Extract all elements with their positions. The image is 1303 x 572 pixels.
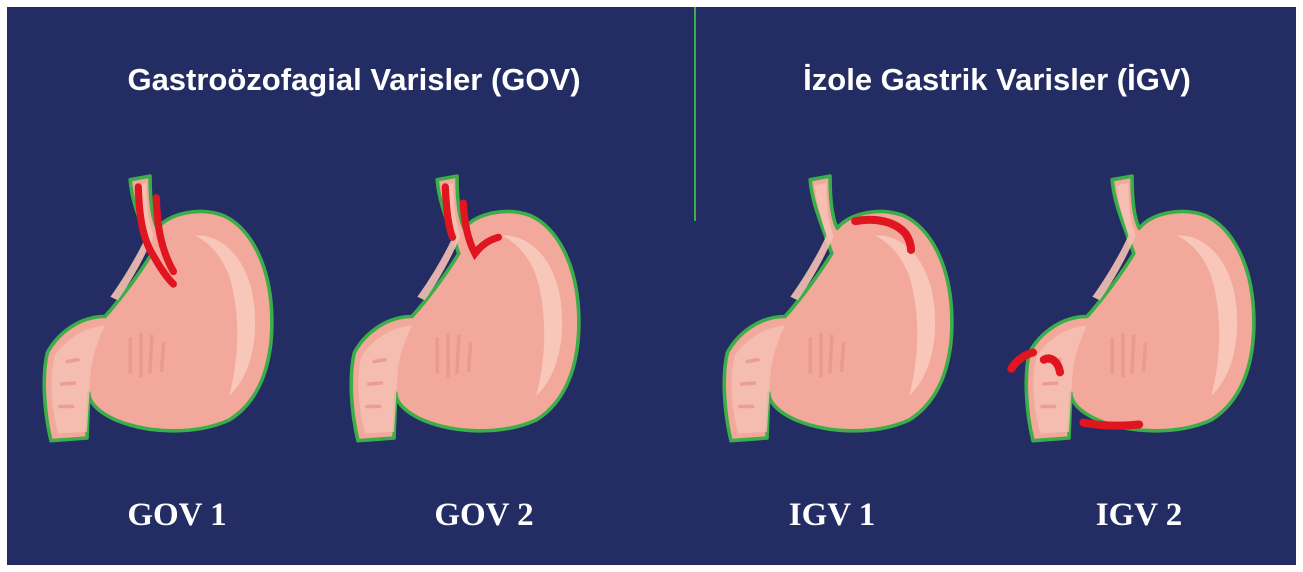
- stomach-illustration-gov2: [322, 147, 592, 477]
- figure-label: IGV 2: [1029, 495, 1249, 535]
- stomach-illustration-igv1: [695, 147, 965, 477]
- figure-label: GOV 2: [374, 495, 594, 535]
- heading-igv: İzole Gastrik Varisler (İGV): [697, 58, 1297, 102]
- heading-gov: Gastroözofagial Varisler (GOV): [7, 58, 701, 102]
- figure-label: GOV 1: [67, 495, 287, 535]
- stomach-illustration-gov1: [15, 147, 285, 477]
- figure-label: IGV 1: [722, 495, 942, 535]
- diagram-panel: Gastroözofagial Varisler (GOV) İzole Gas…: [7, 7, 1296, 565]
- stomach-illustration-igv2: [997, 147, 1267, 477]
